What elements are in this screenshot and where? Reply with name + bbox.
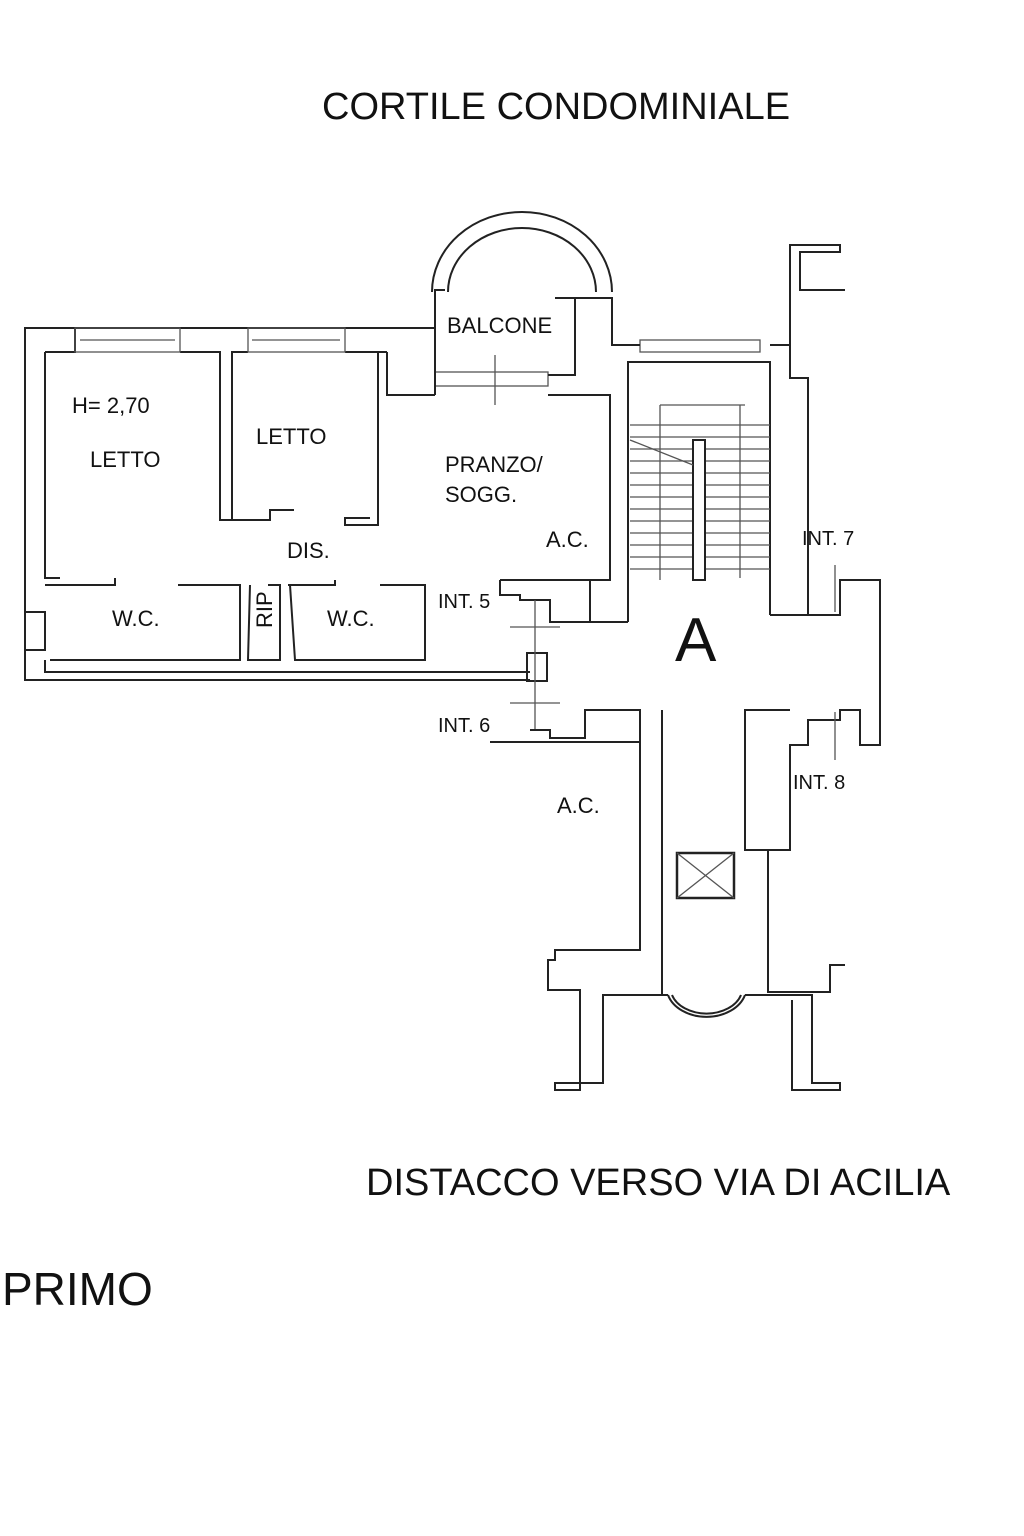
unit-label-int7: INT. 7: [802, 528, 855, 550]
room-label-ac-lower: A.C.: [557, 793, 600, 818]
landing-walls: [490, 565, 881, 1091]
height-note: H= 2,70: [72, 393, 150, 418]
unit-label-int6: INT. 6: [438, 715, 491, 737]
stair-block: [589, 244, 845, 623]
room-label-wc-2: W.C.: [327, 606, 375, 631]
windows: [74, 327, 761, 405]
room-label-soggiorno: SOGG.: [445, 482, 518, 507]
header-title: CORTILE CONDOMINIALE: [322, 86, 791, 128]
room-label-letto-2: LETTO: [256, 424, 327, 449]
stair-treads: [629, 404, 770, 581]
room-label-letto-1: LETTO: [90, 447, 161, 472]
room-label-rip: RIP: [252, 591, 277, 628]
elevator-icon: [675, 851, 736, 900]
apartment-walls: [24, 327, 611, 681]
street-label: DISTACCO VERSO VIA DI ACILIA: [366, 1162, 951, 1204]
floor-label: PRIMO: [2, 1263, 153, 1315]
room-label-wc-1: W.C.: [112, 606, 160, 631]
room-label-pranzo: PRANZO/: [445, 452, 543, 477]
unit-label-int8: INT. 8: [793, 772, 846, 794]
room-label-balcone: BALCONE: [447, 313, 553, 338]
room-label-dis: DIS.: [287, 538, 330, 563]
balcony: [431, 211, 640, 395]
unit-label-int5: INT. 5: [438, 591, 491, 613]
room-label-ac-upper: A.C.: [546, 527, 589, 552]
stair-block-label: A: [675, 606, 717, 675]
